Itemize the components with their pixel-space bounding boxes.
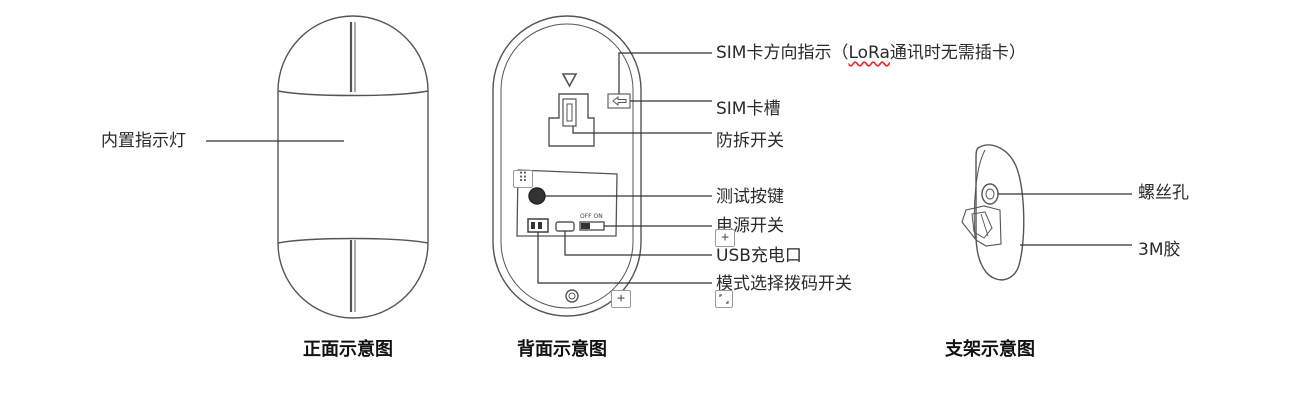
label-test-button: 测试按键	[716, 187, 784, 207]
bracket-view	[961, 144, 1132, 281]
test-button	[528, 187, 546, 205]
front-upper-band	[277, 90, 429, 97]
tamper-switch	[562, 98, 577, 127]
label-sim-direction-lora: LoRa	[848, 43, 890, 63]
back-body-outer	[492, 15, 642, 317]
label-adhesive: 3M胶	[1138, 240, 1181, 260]
bottom-hole	[565, 289, 579, 303]
sim-holder	[548, 93, 595, 147]
label-dip-switch: 模式选择拨码开关	[716, 274, 852, 294]
front-body	[277, 15, 429, 319]
front-lower-band	[277, 237, 429, 244]
bracket-plate	[975, 144, 1025, 281]
switch-off-on-text: OFF ON	[580, 213, 603, 220]
add-button-top[interactable]: +	[715, 229, 735, 247]
bracket-clip	[961, 205, 1002, 247]
caption-back: 背面示意图	[517, 339, 607, 360]
caption-bracket: 支架示意图	[945, 339, 1035, 360]
resize-handle[interactable]	[715, 290, 733, 308]
dip-leader	[537, 232, 712, 284]
grip-handle[interactable]: ⠿	[513, 170, 533, 188]
back-view	[492, 15, 712, 317]
label-sim-direction: SIM卡方向指示（LoRa通讯时无需插卡）	[716, 43, 1026, 63]
resize-icon	[719, 294, 729, 304]
sim-direction-icon	[607, 93, 631, 109]
usb-port	[555, 221, 575, 232]
label-usb-port: USB充电口	[716, 246, 802, 266]
add-button-bottom[interactable]: +	[611, 290, 631, 308]
label-indicator: 内置指示灯	[101, 131, 186, 151]
label-sim-direction-part3: 通讯时无需插卡）	[889, 43, 1026, 63]
label-screw-hole: 螺丝孔	[1138, 183, 1189, 203]
tamper-leader	[572, 126, 712, 134]
caption-front: 正面示意图	[303, 339, 393, 360]
sim-direction-leader	[618, 52, 712, 94]
screw-hole	[981, 183, 999, 205]
back-body-inner	[500, 23, 634, 309]
label-sim-direction-part1: SIM卡方向指示（	[716, 43, 849, 63]
direction-triangle	[561, 73, 578, 88]
usb-leader	[564, 231, 712, 256]
front-view	[206, 15, 429, 319]
label-tamper: 防拆开关	[716, 131, 784, 151]
label-sim-slot: SIM卡槽	[716, 99, 781, 119]
test-board	[516, 169, 618, 237]
